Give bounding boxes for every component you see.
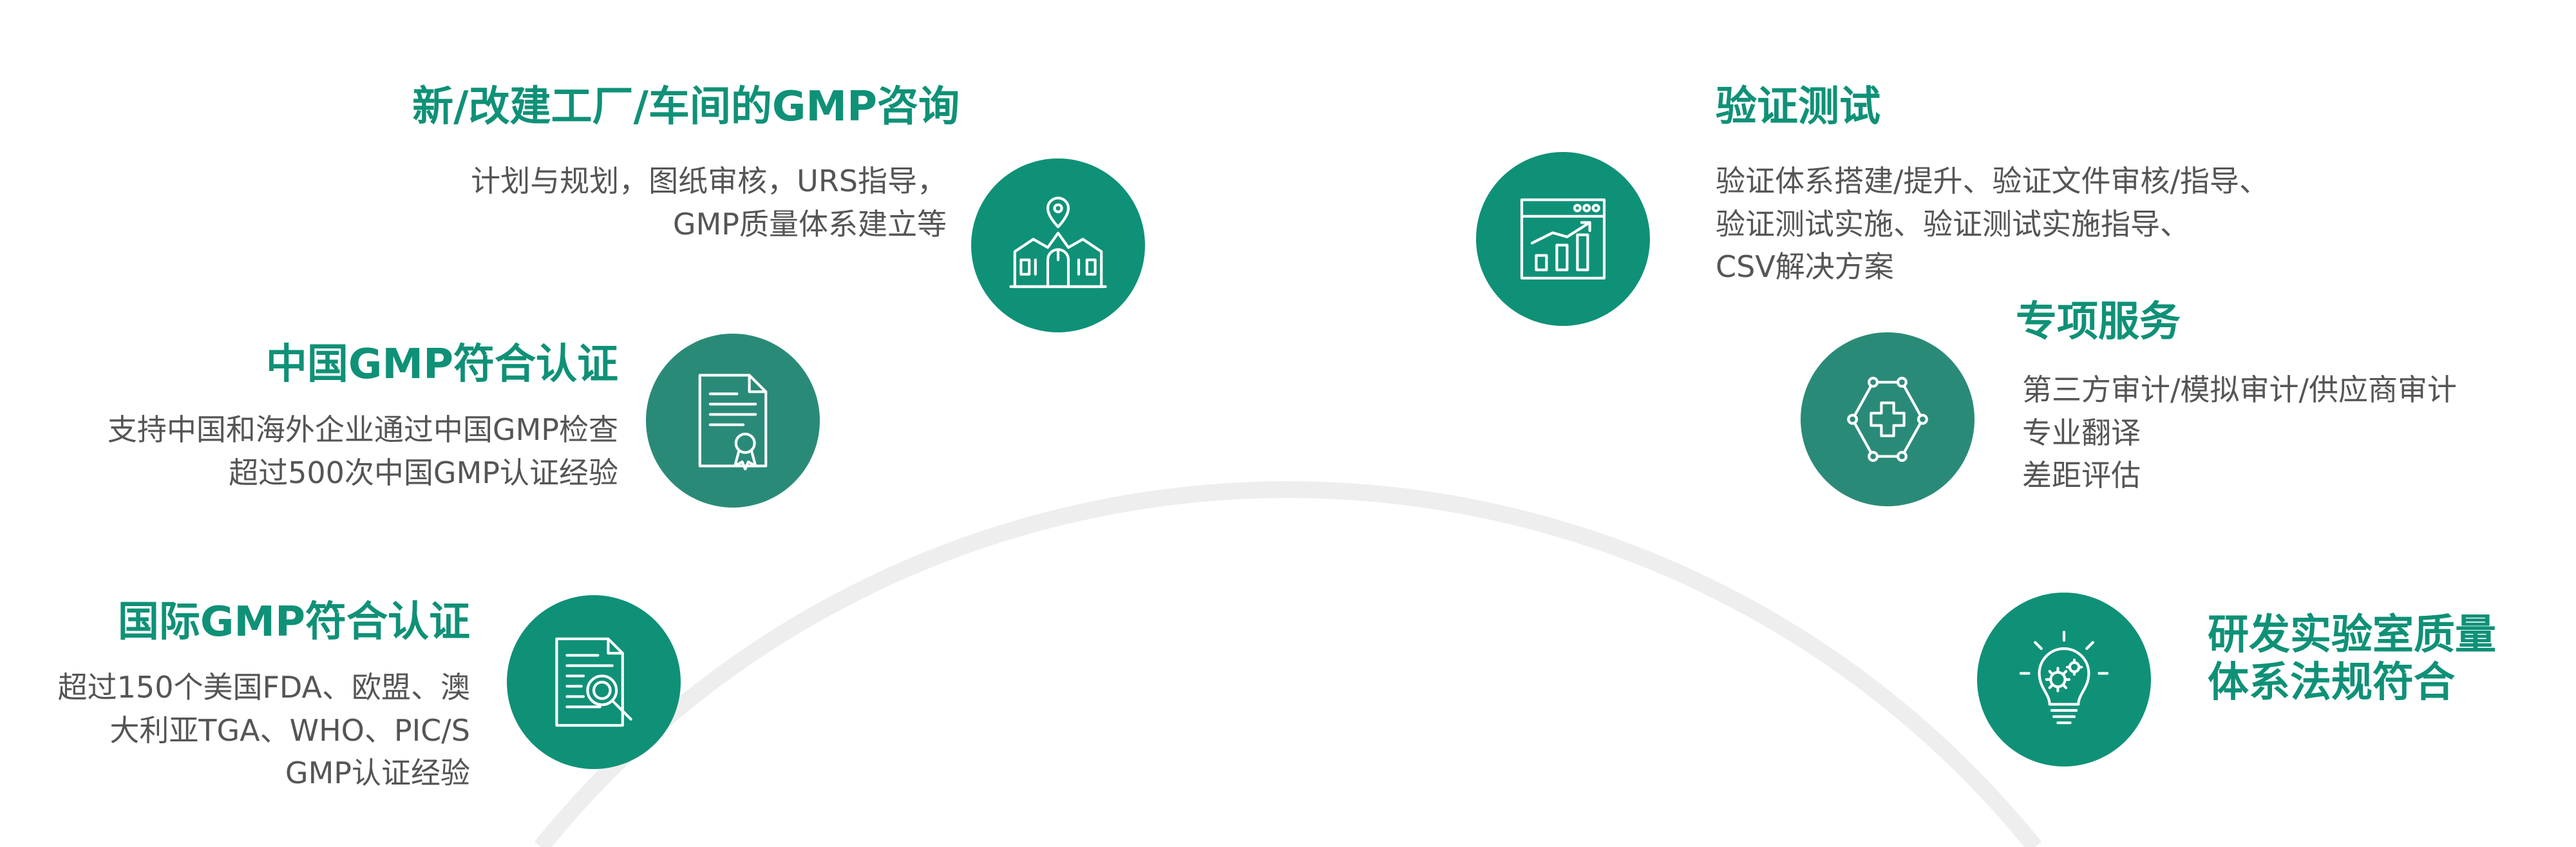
document-search-icon <box>555 637 632 727</box>
service-title: 国际GMP符合认证 <box>117 598 470 646</box>
service-description: 计划与规划，图纸审核，URS指导， GMP质量体系建立等 <box>471 164 947 242</box>
service-description: 超过150个美国FDA、欧盟、澳 大利亚TGA、WHO、PIC/S GMP认证经… <box>57 670 470 791</box>
service-description: 第三方审计/模拟审计/供应商审计 专业翻译 差距评估 <box>2022 372 2457 493</box>
circle-icon-china-gmp <box>646 334 820 508</box>
service-title: 验证测试 <box>1716 83 1880 131</box>
service-description: 验证体系搭建/提升、验证文件审核/指导、 验证测试实施、验证测试实施指导、 CS… <box>1716 164 2269 285</box>
circle-icon-validation <box>1476 152 1650 326</box>
service-description: 支持中国和海外企业通过中国GMP检查 超过500次中国GMP认证经验 <box>107 412 618 490</box>
circle-icon-special <box>1801 332 1975 506</box>
service-title: 研发实验室质量 体系法规符合 <box>2208 611 2496 707</box>
service-title: 新/改建工厂/车间的GMP咨询 <box>412 83 960 131</box>
circle-icon-international-gmp <box>507 595 681 769</box>
lightbulb-gear-icon <box>2019 631 2109 725</box>
circle-icon-rd-lab <box>1977 593 2151 766</box>
certificate-document-icon <box>698 374 768 471</box>
service-title: 专项服务 <box>2016 298 2181 346</box>
medical-network-icon <box>1847 376 1928 462</box>
chart-window-icon <box>1520 198 1606 280</box>
circle-icon-new-factory <box>971 158 1145 332</box>
service-title: 中国GMP符合认证 <box>265 341 618 388</box>
factory-location-icon <box>1009 196 1107 289</box>
